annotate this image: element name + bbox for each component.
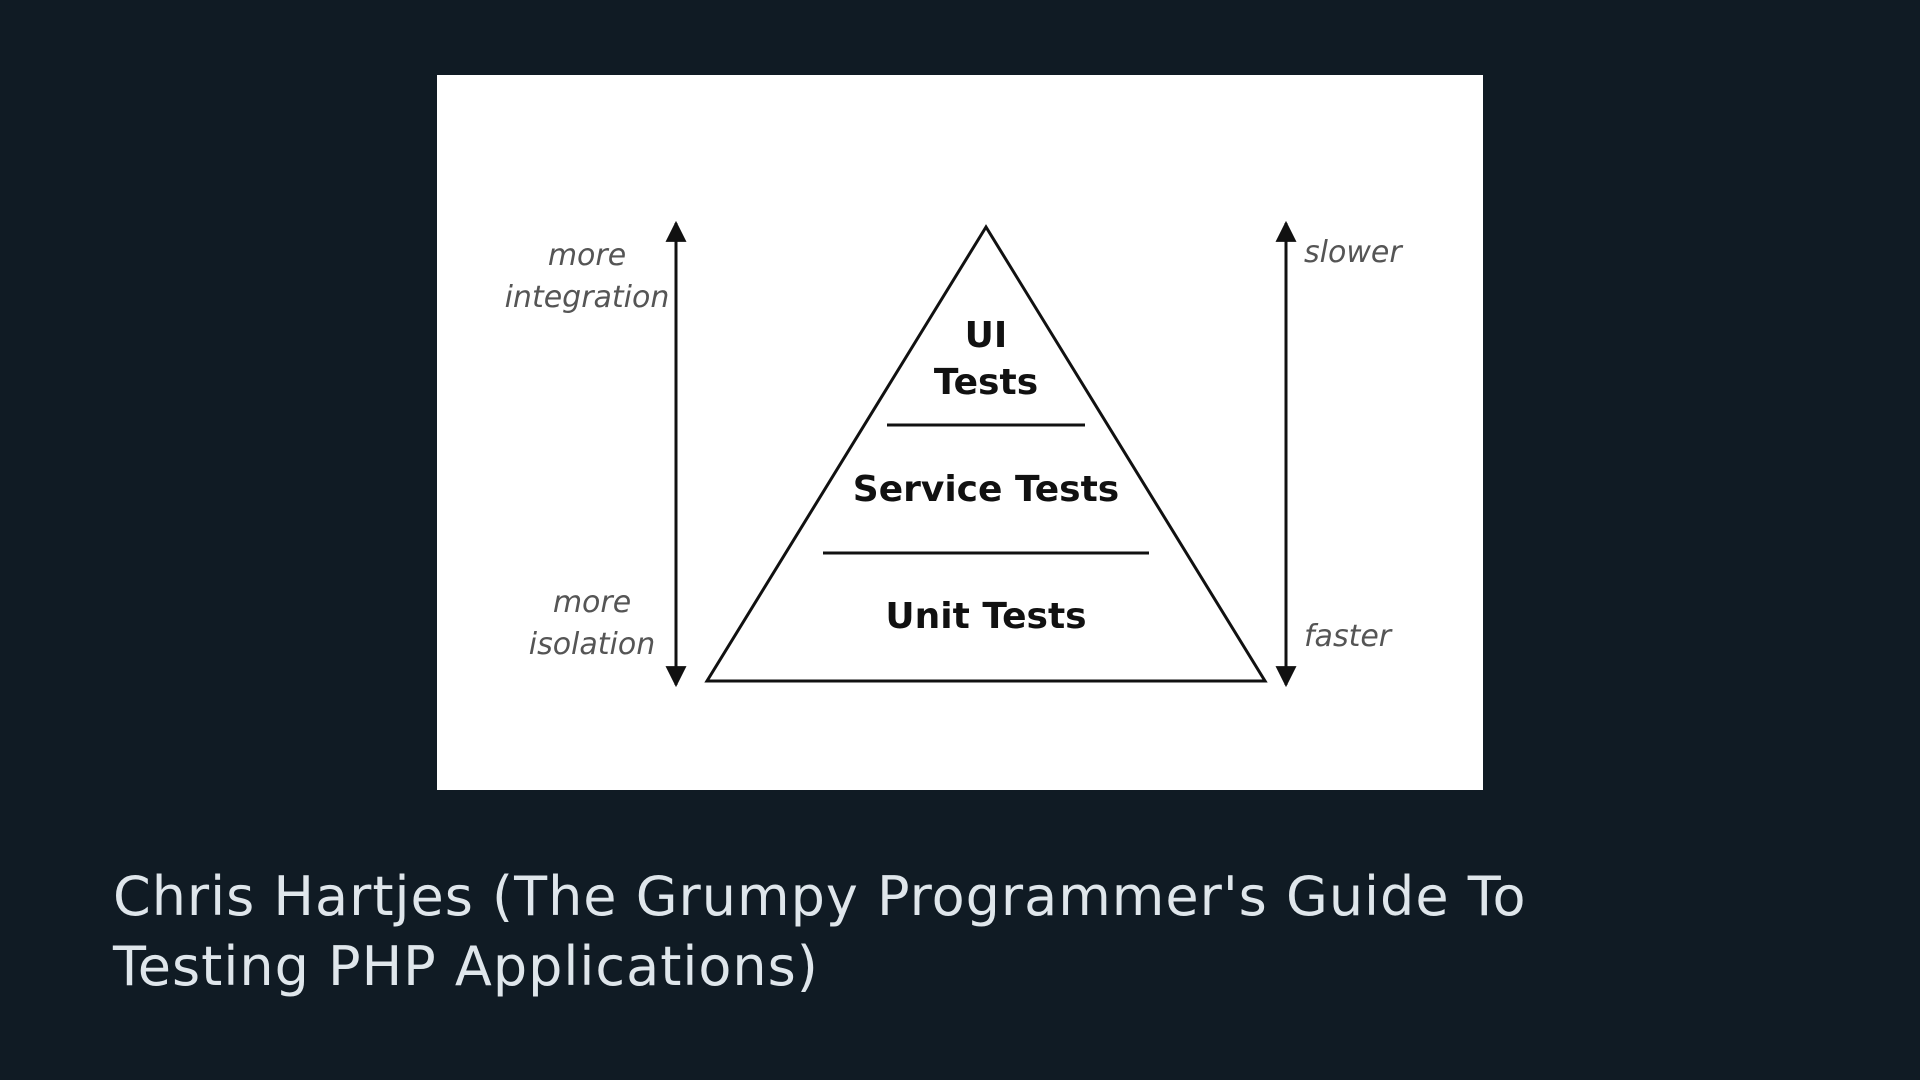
ui-tests-label-line2: Tests [934,362,1038,403]
more-integration-label-line1: more [548,238,626,273]
service-tests-label: Service Tests [853,469,1119,510]
more-isolation-label-line2: isolation [529,627,656,662]
ui-tests-label-line1: UI [965,315,1008,356]
slide-caption: Chris Hartjes (The Grumpy Programmer's G… [113,862,1813,1002]
caption-line-2: Testing PHP Applications) [113,935,819,998]
unit-tests-label: Unit Tests [885,596,1086,637]
caption-line-1: Chris Hartjes (The Grumpy Programmer's G… [113,865,1527,928]
test-pyramid-diagram: UI Tests Service Tests Unit Tests more i… [505,220,1403,688]
slower-label: slower [1304,235,1403,270]
more-isolation-label-line1: more [553,585,631,620]
test-pyramid-figure: UI Tests Service Tests Unit Tests more i… [437,75,1483,790]
more-integration-label-line2: integration [505,280,670,315]
pyramid-outline [704,224,1268,683]
faster-label: faster [1304,619,1393,654]
